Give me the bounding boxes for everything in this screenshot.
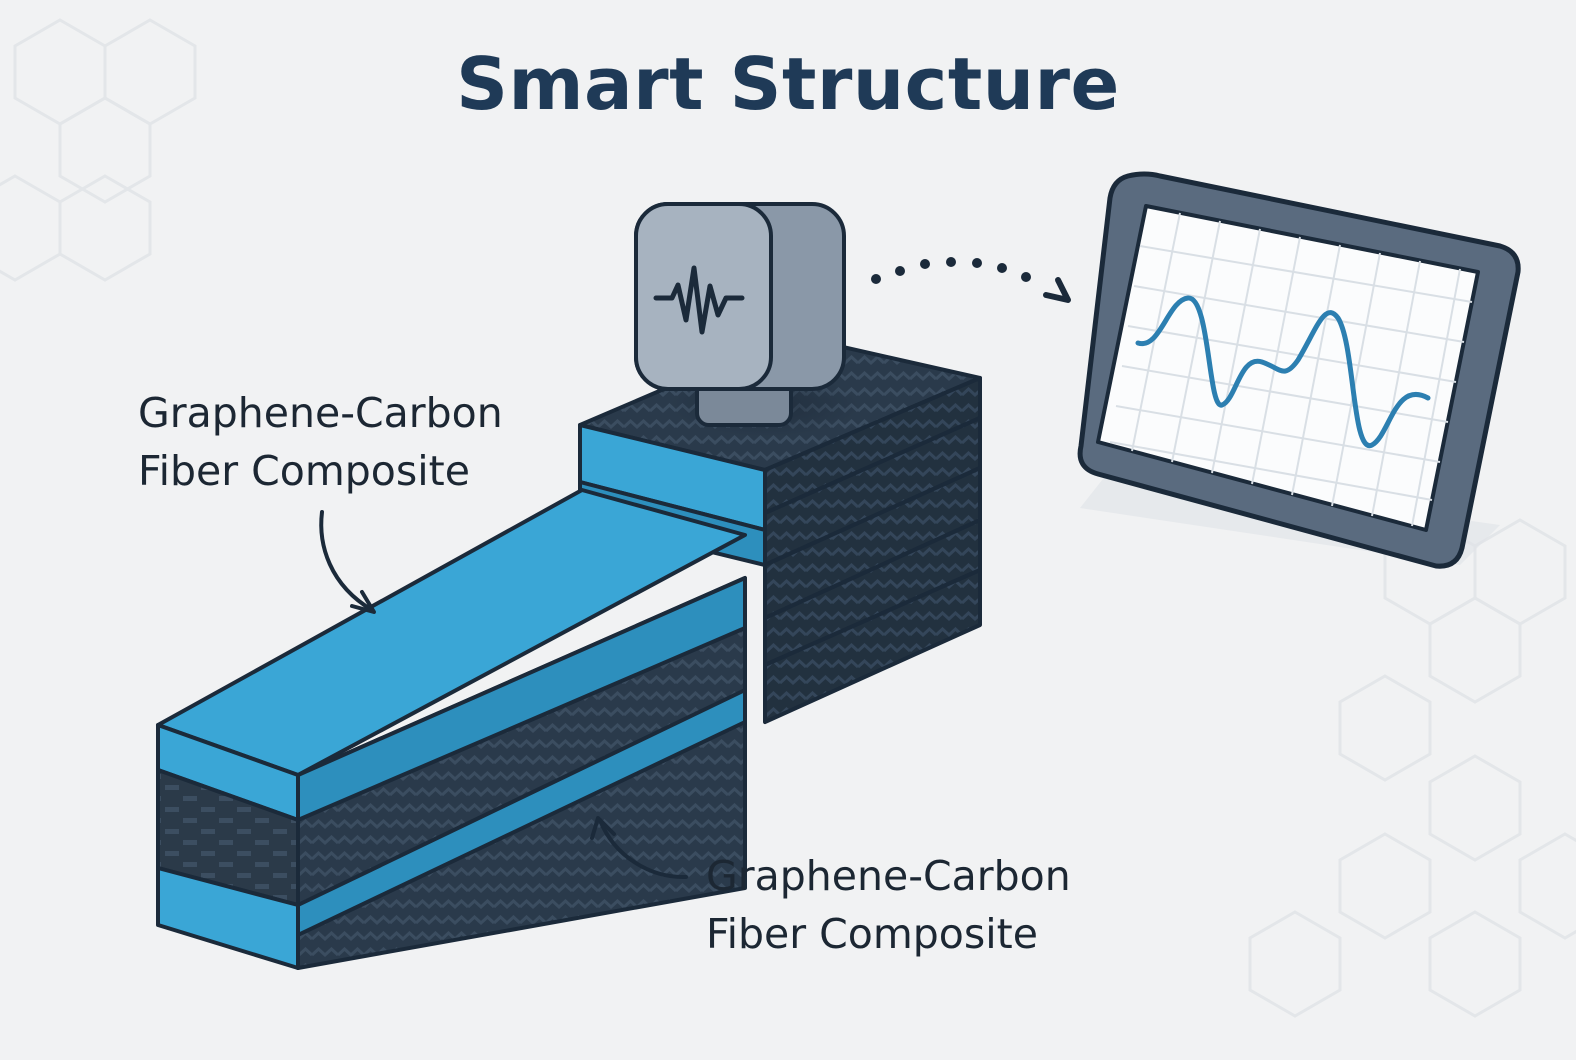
label-lower-line2: Fiber Composite xyxy=(706,910,1038,958)
signal-graph-icon xyxy=(1135,295,1431,448)
page-title: Smart Structure xyxy=(456,42,1120,126)
beam-end-blue-bottom xyxy=(156,866,300,970)
label-upper-composite: Graphene-Carbon Fiber Composite xyxy=(138,384,503,500)
label-upper-line1: Graphene-Carbon xyxy=(138,389,503,437)
sensor xyxy=(634,202,860,437)
waveform-icon xyxy=(653,265,745,335)
screen-grid xyxy=(1109,212,1473,527)
label-lower-composite: Graphene-Carbon Fiber Composite xyxy=(706,847,1071,963)
label-upper-line2: Fiber Composite xyxy=(138,447,470,495)
callout-arrow-upper xyxy=(319,510,376,614)
label-lower-line1: Graphene-Carbon xyxy=(706,852,1071,900)
dotted-arrow-icon xyxy=(871,257,1071,303)
composite-beam xyxy=(156,488,747,970)
callout-arrow-lower xyxy=(590,816,688,880)
monitor xyxy=(1077,171,1521,569)
block-side-layer-5 xyxy=(763,568,982,724)
